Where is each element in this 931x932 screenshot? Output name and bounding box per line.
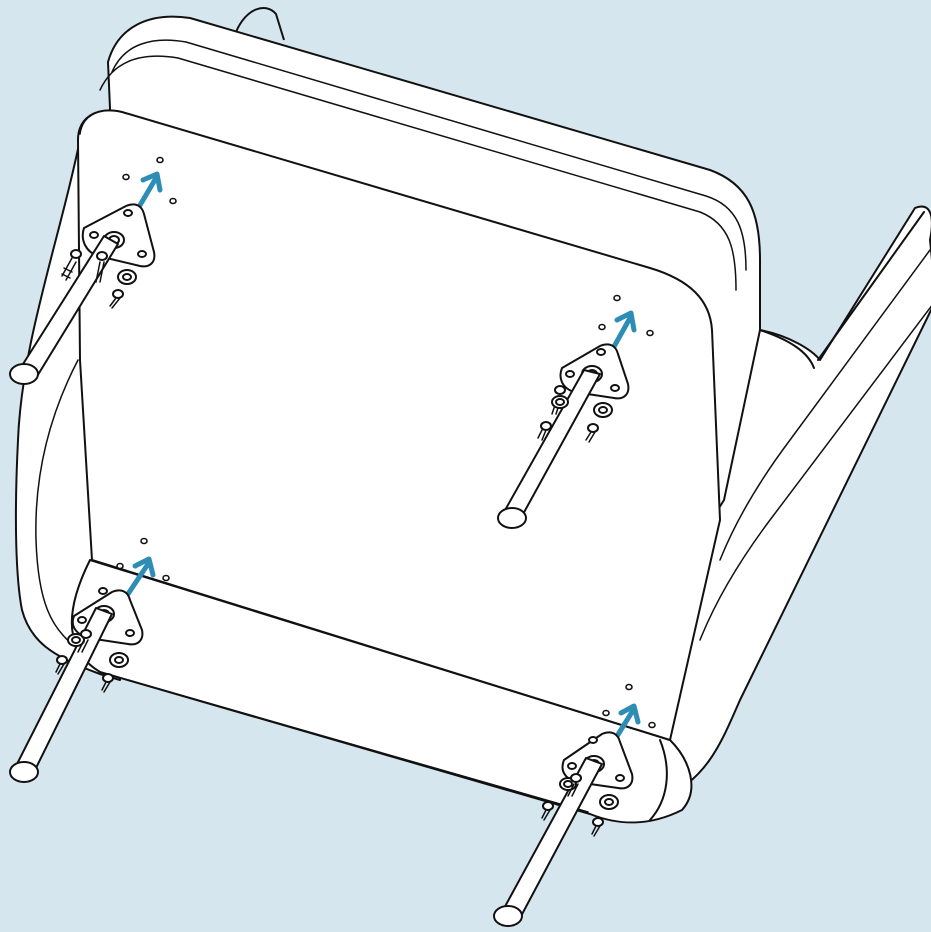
base-lip	[70, 559, 693, 824]
arrow-up-icon	[125, 556, 156, 597]
washer-icon	[117, 269, 137, 285]
mount-hole	[602, 709, 610, 717]
screw-icon	[55, 655, 68, 675]
screw-icon	[585, 423, 599, 443]
leg-foot	[493, 905, 523, 927]
direction-arrows	[125, 171, 641, 744]
mount-hole	[162, 574, 170, 582]
screw-icon	[591, 817, 604, 837]
leg-foot	[497, 507, 527, 529]
mount-hole	[598, 323, 606, 331]
screw-icon	[541, 801, 554, 821]
washer-icon	[67, 633, 85, 647]
screw-icon	[109, 289, 124, 309]
leg-top-right	[497, 343, 630, 529]
screw-icon	[101, 673, 114, 693]
screw-icon	[95, 251, 108, 283]
mount-hole	[648, 721, 656, 729]
armchair-body	[14, 7, 931, 824]
screw-icon	[77, 629, 92, 653]
screw-icon	[61, 249, 82, 281]
mount-hole	[625, 683, 633, 691]
leg-bottom-right	[493, 731, 634, 927]
leg-top-left	[9, 203, 156, 385]
washer-icon	[551, 395, 569, 409]
screw-icon	[537, 421, 552, 441]
leg-foot	[9, 363, 39, 385]
mount-hole	[116, 562, 124, 570]
back-top-bump	[235, 7, 285, 41]
mount-hole	[140, 537, 148, 545]
washer-icon	[593, 402, 613, 418]
leg-bottom-left	[9, 587, 144, 783]
mounting-holes	[116, 156, 656, 729]
washer-icon	[599, 794, 619, 810]
mount-hole	[122, 173, 130, 181]
washer-icon	[109, 652, 129, 668]
mount-hole	[646, 329, 654, 337]
mount-hole	[156, 156, 164, 164]
mount-hole	[169, 197, 177, 205]
mount-hole	[613, 294, 621, 302]
screw-icon	[567, 773, 582, 797]
leg-foot	[9, 761, 39, 783]
